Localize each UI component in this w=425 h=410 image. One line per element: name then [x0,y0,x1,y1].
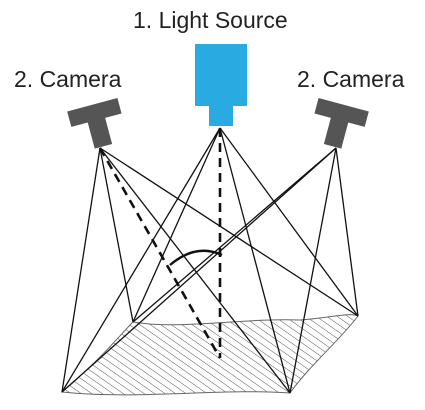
camera-left-label: 2. Camera [14,66,122,92]
light-source-icon [195,44,247,126]
camera-right-icon [314,98,369,149]
measured-surface [60,314,359,396]
camera-left-icon [67,98,122,149]
ray-lines [61,127,359,394]
angle-arc [169,249,223,266]
camera-right-label: 2. Camera [297,66,405,92]
triangulation-lines [98,128,222,359]
light-source-label: 1. Light Source [133,7,288,33]
